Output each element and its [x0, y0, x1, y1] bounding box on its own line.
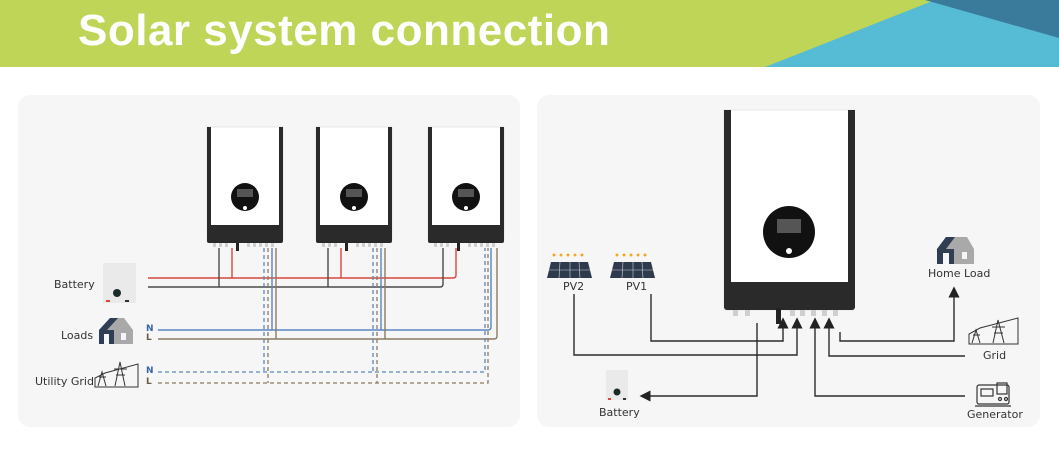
solar-panel-pv1-icon — [610, 253, 655, 279]
grid-wire — [823, 317, 965, 357]
loads-label: Loads — [61, 329, 94, 342]
hybrid-inverter — [723, 109, 855, 324]
banner-accent-dark — [925, 0, 1059, 38]
grid-live-marker: L — [146, 377, 152, 387]
page-title: Solar system connection — [78, 6, 611, 55]
banner-accent-shapes — [765, 0, 1059, 67]
home-load-house-icon — [937, 237, 974, 264]
connection-wires — [573, 286, 965, 402]
battery-icon — [103, 263, 136, 303]
battery-wire — [639, 323, 758, 402]
home-load-label: Home Load — [928, 267, 991, 280]
loads-wires — [158, 248, 498, 340]
utility-grid-label: Utility Grid — [35, 375, 94, 388]
loads-neutral-marker: N — [146, 324, 154, 334]
header-banner: Solar system connection — [0, 0, 1059, 67]
grid-neutral-marker: N — [146, 366, 154, 376]
utility-grid-wires — [158, 248, 489, 384]
solar-panel-pv2-icon — [547, 253, 592, 279]
pv1-label: PV1 — [626, 280, 648, 293]
pv2-label: PV2 — [563, 280, 585, 293]
generator-icon — [975, 382, 1011, 407]
loads-live-marker: L — [146, 333, 152, 343]
house-icon — [99, 318, 133, 344]
power-tower-icon — [94, 361, 139, 388]
generator-wire — [809, 317, 965, 397]
pv2-wire — [573, 294, 803, 356]
grid-power-tower-icon — [968, 317, 1019, 345]
battery-icon-right — [606, 370, 628, 400]
battery-wires — [148, 248, 457, 288]
battery-label-right: Battery — [599, 406, 640, 419]
battery-label: Battery — [54, 278, 95, 291]
generator-label: Generator — [967, 408, 1023, 421]
pv1-wire — [650, 294, 789, 342]
home-load-wire — [839, 286, 960, 342]
grid-label: Grid — [983, 349, 1007, 362]
